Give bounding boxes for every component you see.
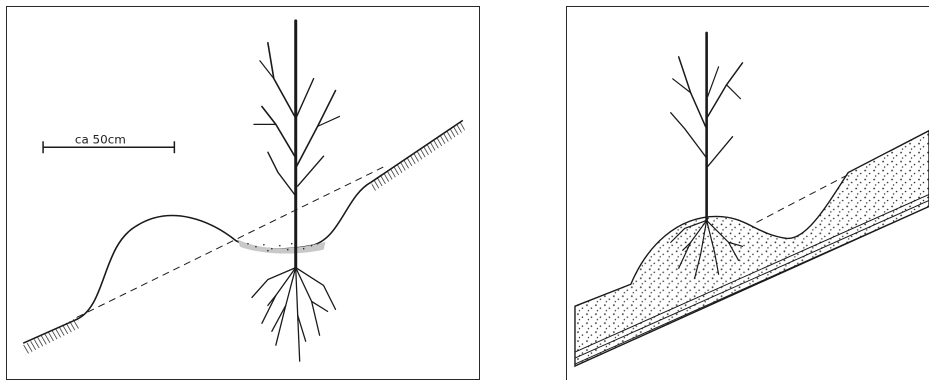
right-diagram-svg bbox=[567, 7, 929, 380]
original-slope-line bbox=[77, 166, 385, 317]
soil-body-stippled bbox=[575, 131, 929, 366]
tree-sapling-left bbox=[254, 21, 340, 268]
panel-slope-terrace-planting: ca 50cm bbox=[6, 6, 480, 380]
planting-hollow-fill bbox=[238, 240, 326, 254]
tree-roots-left bbox=[252, 268, 336, 361]
tree-sapling-right bbox=[671, 33, 743, 220]
scale-bar: ca 50cm bbox=[43, 132, 174, 153]
scale-bar-label: ca 50cm bbox=[75, 132, 126, 146]
ground-profile bbox=[23, 120, 463, 343]
left-diagram-svg: ca 50cm bbox=[7, 7, 479, 379]
soil-hatch-right bbox=[371, 120, 464, 192]
soil-hatch-left bbox=[23, 317, 81, 355]
panel-slope-mound-planting bbox=[566, 6, 929, 380]
